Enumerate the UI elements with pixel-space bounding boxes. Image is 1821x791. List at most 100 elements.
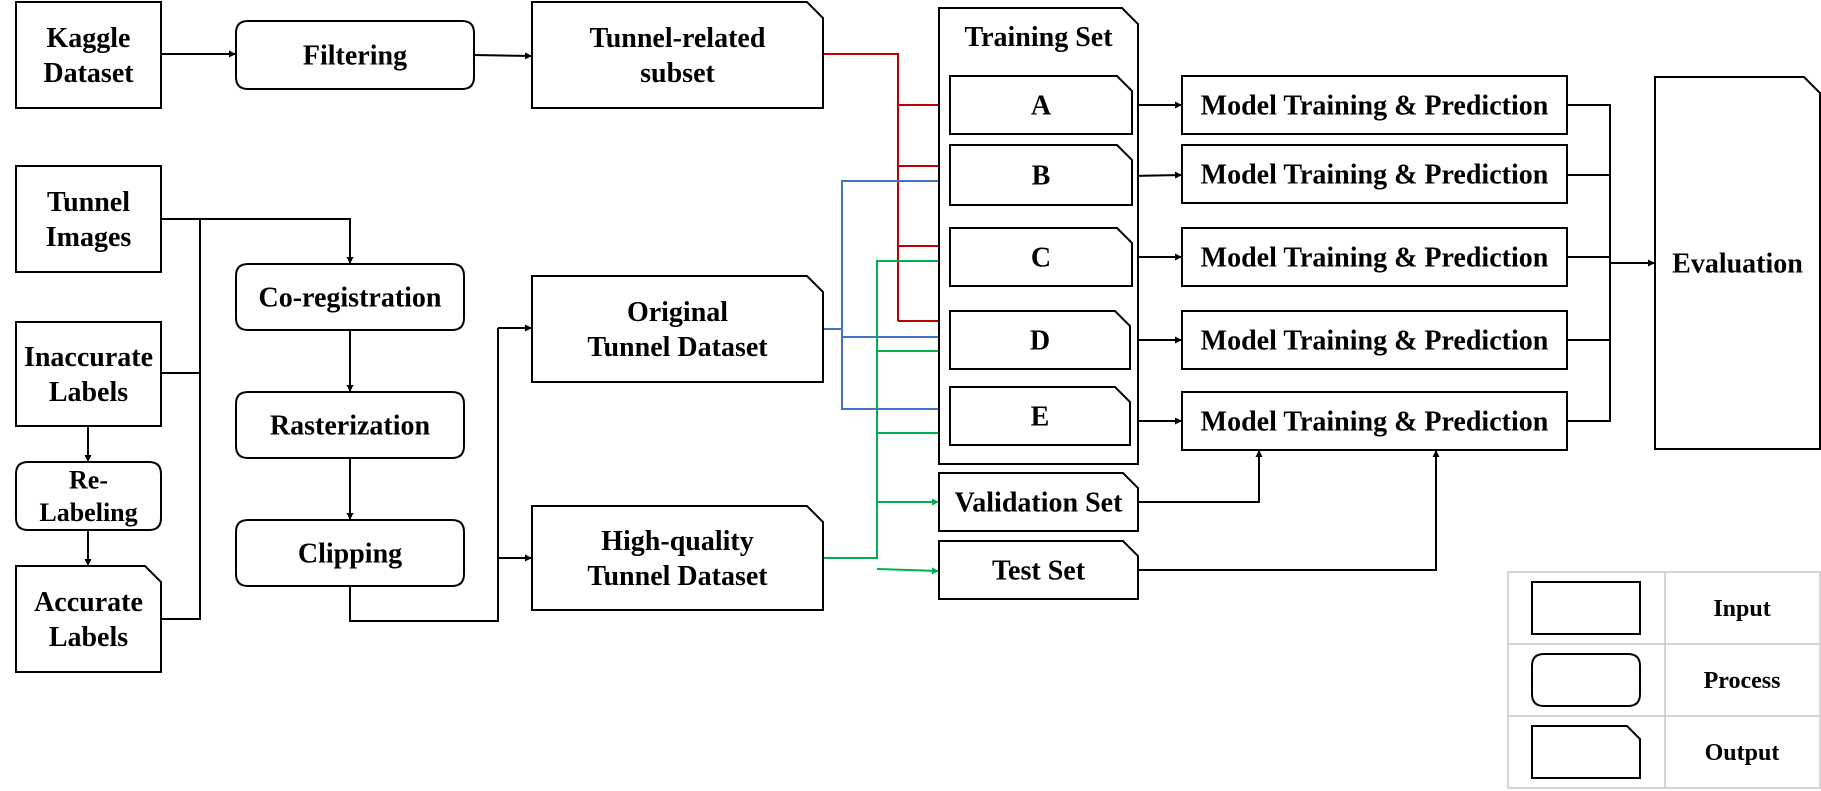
node-shape [949, 75, 1133, 135]
node-validation-set: Validation Set [938, 472, 1139, 532]
legend-label-process: Process [1704, 668, 1781, 694]
edge-models-bus [1567, 104, 1611, 422]
node-label: A [1031, 91, 1052, 122]
node-label: Dataset [43, 58, 134, 89]
node-label: Tunnel Dataset [587, 332, 768, 363]
node-label: Clipping [298, 539, 402, 570]
node-shape [1181, 310, 1568, 370]
node-shape [235, 263, 465, 331]
edge-subset-trunk [823, 53, 899, 321]
node-label: Inaccurate [24, 342, 153, 373]
node-shape [15, 1, 162, 109]
node-label: Model Training & Prediction [1201, 160, 1549, 191]
node-model-a: Model Training & Prediction [1181, 75, 1568, 135]
edge-b-to-model [1131, 171, 1183, 179]
legend-swatch-input [1531, 581, 1641, 635]
node-label: Images [46, 222, 132, 253]
node-label: Original [627, 297, 728, 328]
legend-swatch-output [1531, 725, 1641, 779]
node-shape [1654, 76, 1821, 450]
node-label: Evaluation [1672, 249, 1803, 280]
node-set-a: A [949, 75, 1133, 135]
node-label: High-quality [601, 526, 753, 557]
node-label: Model Training & Prediction [1201, 243, 1549, 274]
node-shape [938, 540, 1139, 600]
node-shape [1181, 227, 1568, 287]
edge-clip-bus [349, 328, 499, 622]
node-label: Labels [49, 377, 128, 408]
node-label: Model Training & Prediction [1201, 407, 1549, 438]
node-label: Labeling [39, 498, 137, 527]
node-shape [531, 275, 824, 383]
node-label: Model Training & Prediction [1201, 326, 1549, 357]
node-filtering: Filtering [235, 20, 475, 90]
node-set-c: C [949, 227, 1133, 287]
edge-hq-trunk [823, 257, 950, 559]
node-rasterization: Rasterization [235, 391, 465, 459]
node-shape [949, 310, 1131, 370]
node-label: Kaggle [47, 23, 131, 54]
node-set-d: D [949, 310, 1131, 370]
node-co-registration: Co-registration [235, 263, 465, 331]
node-shape [15, 461, 162, 531]
edge-images-trunk [161, 218, 201, 620]
node-shape [949, 144, 1133, 206]
node-label: D [1030, 326, 1050, 357]
node-label: Model Training & Prediction [1201, 91, 1549, 122]
node-shape [531, 505, 824, 611]
node-label: Accurate [34, 587, 143, 618]
node-label: Tunnel Dataset [587, 561, 768, 592]
legend-swatch-process [1531, 653, 1641, 707]
node-shape [235, 20, 475, 90]
legend-item-input: Input [1531, 581, 1771, 635]
node-label: Co-registration [259, 283, 442, 314]
node-evaluation: Evaluation [1654, 76, 1821, 450]
node-shape [235, 391, 465, 459]
node-shape [15, 165, 162, 273]
node-shape [938, 472, 1139, 532]
node-shape [1181, 75, 1568, 135]
legend-item-output: Output [1531, 725, 1780, 779]
edge-validation-to-model [1138, 450, 1263, 503]
node-label: Training Set [964, 22, 1113, 53]
node-label: Filtering [303, 41, 407, 72]
node-label: Tunnel [47, 187, 130, 218]
node-clipping: Clipping [235, 519, 465, 587]
node-label: Labels [49, 622, 128, 653]
node-re-labeling: Re- Labeling [15, 461, 162, 531]
node-label: C [1031, 243, 1051, 274]
edge-filtering-to-subset [473, 52, 533, 60]
node-set-e: E [949, 386, 1131, 446]
node-label: Validation Set [955, 488, 1123, 519]
node-shape [15, 321, 162, 427]
legend-label-output: Output [1705, 740, 1780, 766]
edge-test-to-model [1138, 450, 1440, 571]
node-label: Tunnel-related [590, 23, 766, 54]
edge-images-to-coreg [200, 218, 354, 264]
node-label: Re- [69, 465, 108, 494]
node-test-set: Test Set [938, 540, 1139, 600]
node-model-b: Model Training & Prediction [1181, 144, 1568, 204]
node-label: E [1031, 402, 1050, 433]
node-shape [1181, 144, 1568, 204]
node-label: Test Set [992, 556, 1086, 587]
node-shape [1181, 391, 1568, 451]
node-label: B [1032, 161, 1051, 192]
edge-hq-to-test [876, 567, 940, 575]
node-model-e: Model Training & Prediction [1181, 391, 1568, 451]
node-shape [15, 565, 162, 673]
node-set-b: B [949, 144, 1133, 206]
node-label: Rasterization [270, 411, 431, 442]
edge-original-to-e [841, 181, 950, 413]
